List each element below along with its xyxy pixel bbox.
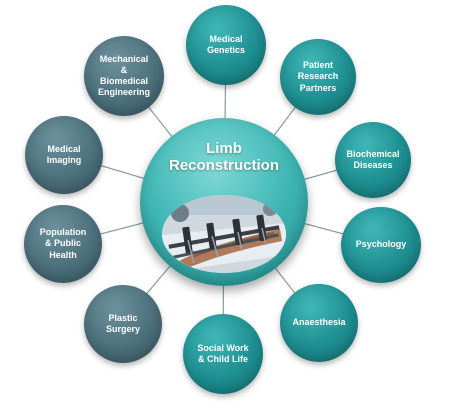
fixator-illustration: [162, 195, 286, 273]
node-biochemical-diseases: Biochemical Diseases: [335, 122, 411, 198]
hub-limb-reconstruction: Limb Reconstruction: [140, 118, 308, 286]
node-psychology: Psychology: [341, 207, 421, 283]
node-patient-research-partners: Patient Research Partners: [280, 39, 356, 115]
node-label: Medical Imaging: [46, 143, 82, 165]
external-fixator-photo: [162, 195, 286, 273]
node-label: Plastic Surgery: [105, 312, 140, 334]
hub-title: Limb Reconstruction: [168, 140, 279, 175]
node-medical-imaging: Medical Imaging: [25, 116, 103, 194]
node-label: Anaesthesia: [292, 317, 346, 328]
node-anaesthesia: Anaesthesia: [280, 284, 358, 362]
node-label: Biochemical Diseases: [346, 148, 400, 170]
node-label: Social Work & Child Life: [197, 342, 249, 364]
node-label: Psychology: [355, 239, 407, 250]
node-population-public-health: Population & Public Health: [24, 205, 102, 283]
node-label: Patient Research Partners: [297, 60, 339, 93]
node-label: Population & Public Health: [39, 227, 87, 260]
node-social-work: Social Work & Child Life: [183, 314, 263, 394]
node-medical-genetics: Medical Genetics: [186, 5, 266, 85]
node-mechanical-biomedical-engineering: Mechanical & Biomedical Engineering: [84, 36, 164, 116]
node-label: Medical Genetics: [206, 33, 246, 55]
node-plastic-surgery: Plastic Surgery: [84, 285, 162, 363]
node-label: Mechanical & Biomedical Engineering: [97, 53, 150, 98]
